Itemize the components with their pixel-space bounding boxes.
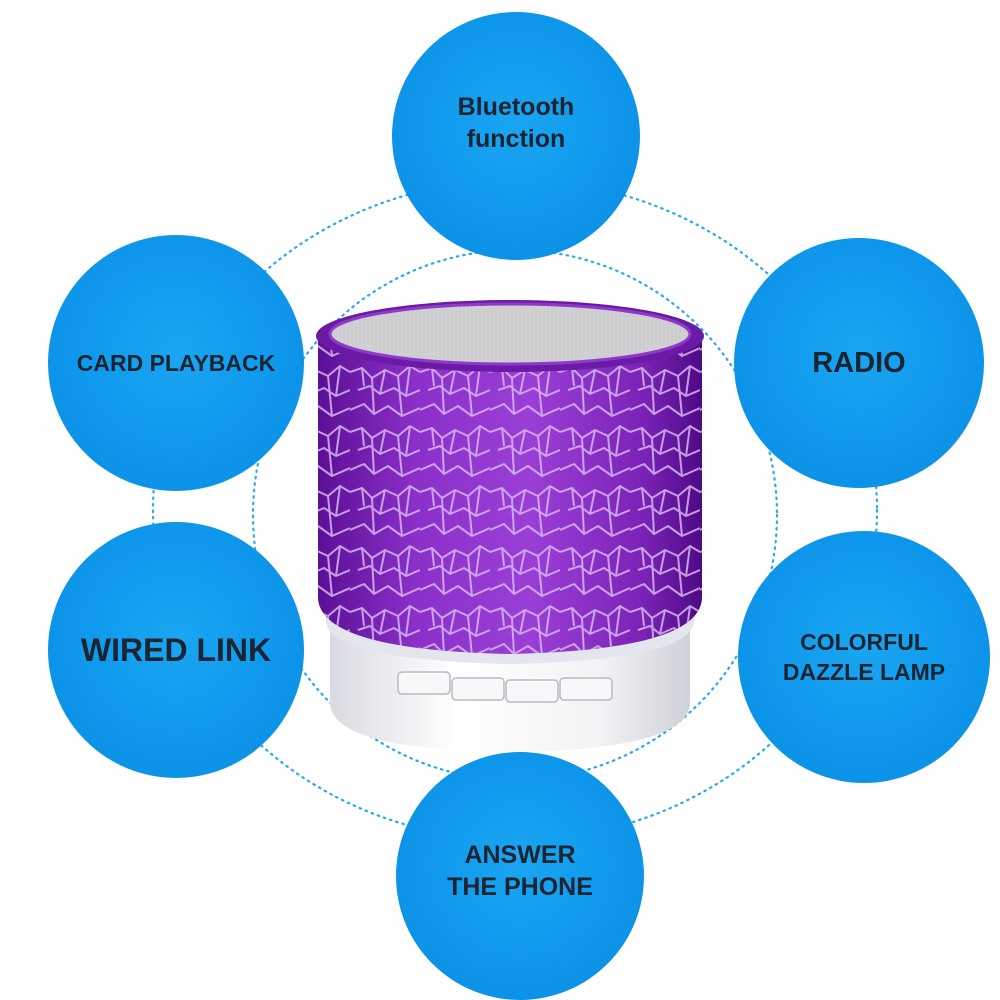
card-playback-label: CARD PLAYBACK <box>76 349 276 376</box>
answer-the-phone-circle: ANSWER THE PHONE <box>396 752 644 1000</box>
radio-circle: RADIO <box>734 238 984 488</box>
wired-link-label: WIRED LINK <box>80 631 272 668</box>
bluetooth-function-label: Bluetooth function <box>457 93 575 153</box>
wired-link-circle: WIRED LINK <box>48 522 304 778</box>
colorful-dazzle-lamp-label: COLORFUL DAZZLE LAMP <box>782 629 946 685</box>
answer-the-phone-label: ANSWER THE PHONE <box>447 841 593 901</box>
colorful-dazzle-lamp-circle: COLORFUL DAZZLE LAMP <box>738 531 990 783</box>
card-playback-circle: CARD PLAYBACK <box>48 235 304 491</box>
radio-label: RADIO <box>812 346 906 379</box>
bluetooth-function-circle: Bluetooth function <box>392 12 640 260</box>
